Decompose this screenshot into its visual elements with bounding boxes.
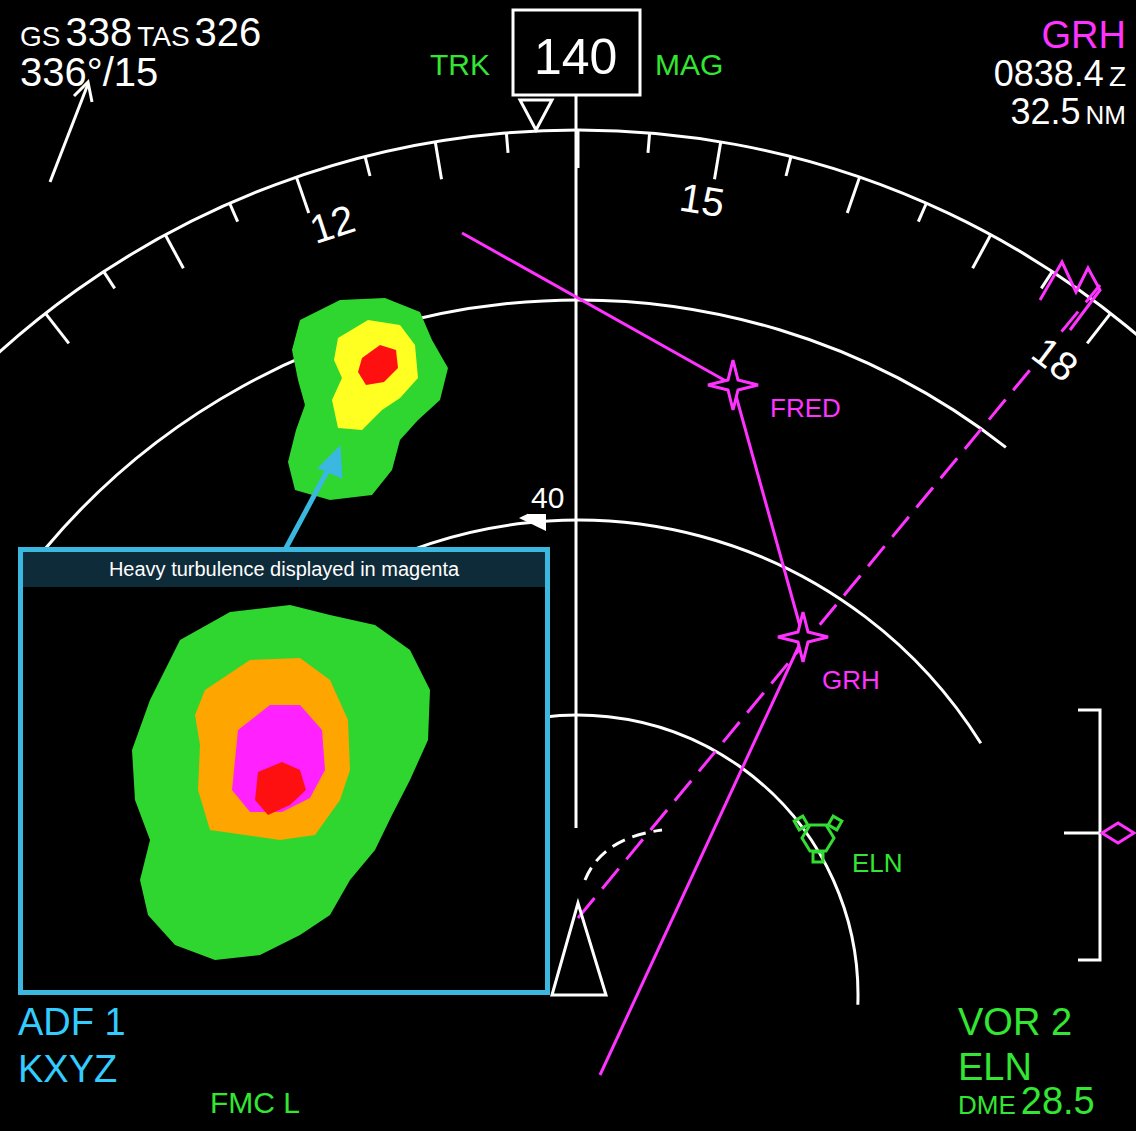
readout-row: 0838.4Z xyxy=(994,56,1126,92)
compass-tick xyxy=(296,177,308,213)
eta-unit: Z xyxy=(1109,63,1126,91)
callout-heading: Heavy turbulence displayed in magenta xyxy=(23,552,545,587)
heading-number: 15 xyxy=(677,177,727,223)
heading-number: 18 xyxy=(1022,327,1088,391)
vor-label: VOR 2 xyxy=(958,1003,1072,1041)
flight-route xyxy=(462,233,1100,1075)
range-arc xyxy=(585,830,662,880)
fmc-source: FMC L xyxy=(210,1088,300,1118)
compass-tick xyxy=(786,157,791,176)
vor-ident: ELN xyxy=(958,1048,1032,1086)
tas-label: TAS xyxy=(137,23,189,51)
dme-label: DME xyxy=(958,1092,1016,1118)
heading-box xyxy=(513,10,640,95)
groundspeed-label: GS xyxy=(20,23,60,51)
vor-symbol xyxy=(794,816,842,862)
waypoint-name: GRH xyxy=(822,667,880,693)
compass-tick xyxy=(365,157,370,176)
readout-row: GS338TAS326 xyxy=(20,12,261,52)
dme-value: 28.5 xyxy=(1021,1082,1095,1120)
range-rings xyxy=(0,130,1136,1005)
track-line xyxy=(575,95,578,828)
track-label: TRK xyxy=(430,50,490,80)
compass-tick xyxy=(918,203,926,221)
adf-label: ADF 1 xyxy=(18,1003,126,1041)
compass-tick xyxy=(506,133,508,153)
weather-return xyxy=(288,298,448,500)
compass-tick xyxy=(847,177,859,213)
deviation-pointer xyxy=(1102,823,1134,843)
groundspeed-value: 338 xyxy=(65,12,132,52)
mag-label: MAG xyxy=(655,50,723,80)
compass-tick xyxy=(973,235,991,268)
heading-number: 12 xyxy=(305,198,360,250)
eta-value: 0838.4 xyxy=(994,56,1104,92)
compass-tick xyxy=(104,272,115,289)
compass-tick xyxy=(435,142,441,179)
callout-pointer xyxy=(286,446,342,548)
callout-box: Heavy turbulence displayed in magenta xyxy=(18,547,550,995)
adf-ident: KXYZ xyxy=(18,1050,117,1088)
weather-enlarged xyxy=(132,605,430,960)
distance-unit: NM xyxy=(1086,102,1126,128)
readout-row: 32.5NM xyxy=(1010,94,1126,130)
compass-tick xyxy=(230,203,238,221)
waypoint-name: FRED xyxy=(770,395,841,421)
compass-ticks xyxy=(45,130,1110,343)
readout-row: DME28.5 xyxy=(958,1082,1095,1120)
compass-tick xyxy=(45,313,68,343)
compass-tick xyxy=(648,133,650,153)
tas-value: 326 xyxy=(195,12,262,52)
waypoint-name: GRH xyxy=(1042,16,1126,54)
compass-tick xyxy=(165,235,183,268)
aircraft-symbol xyxy=(552,903,606,995)
deviation-scale xyxy=(1064,710,1100,960)
heading-pointer xyxy=(520,100,552,130)
wind-readout: 336°/15 xyxy=(20,52,158,92)
compass-tick xyxy=(1087,313,1110,343)
distance-value: 32.5 xyxy=(1010,94,1080,130)
navaid-name: ELN xyxy=(852,850,903,876)
wind-arrow xyxy=(50,82,92,182)
range-number: 40 xyxy=(528,482,567,514)
range-ring xyxy=(46,300,1006,548)
compass-tick xyxy=(714,142,720,179)
callout-ground xyxy=(18,547,550,995)
track-value: 140 xyxy=(534,32,617,82)
